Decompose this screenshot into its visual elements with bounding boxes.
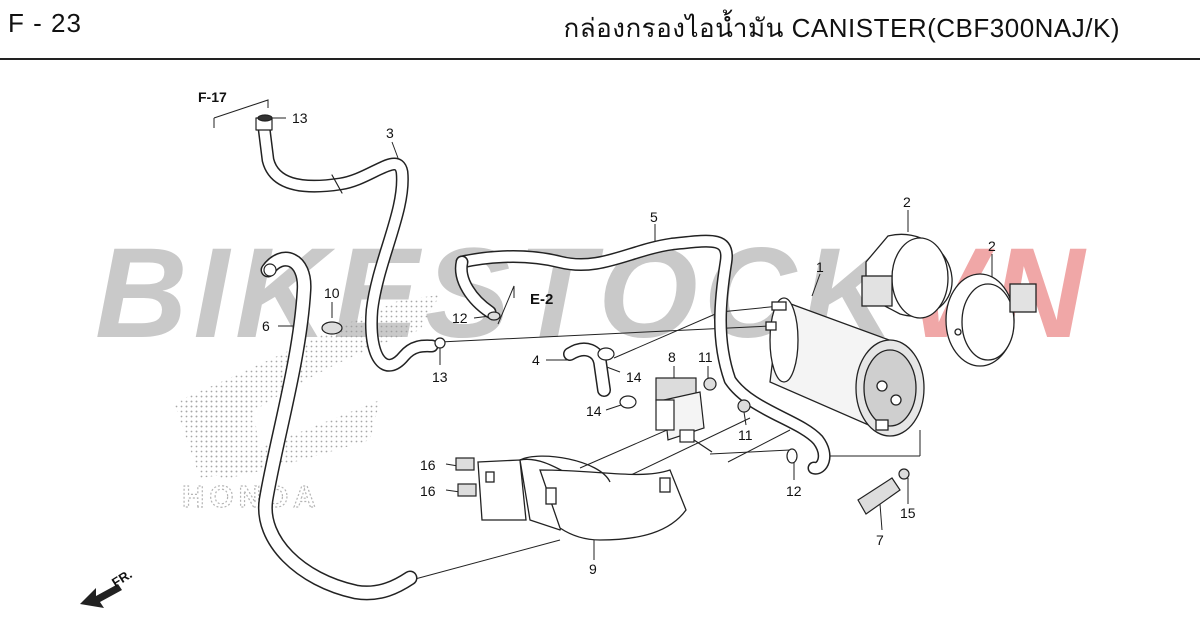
ref-e2: E-2	[530, 291, 553, 308]
fr-label: FR.	[109, 566, 135, 590]
callout-6: 6	[262, 318, 270, 334]
small-parts	[257, 114, 910, 515]
callout-16-top: 16	[420, 457, 436, 473]
callout-12-top: 12	[452, 310, 468, 326]
nut-11-bottom	[737, 399, 751, 413]
callout-8: 8	[668, 349, 676, 365]
clamp-12-top	[487, 311, 501, 321]
band-2-right	[945, 273, 1037, 367]
bolt-16-bottom	[457, 483, 477, 497]
callout-11-bottom: 11	[738, 427, 753, 443]
bolt-16-top	[455, 457, 475, 471]
ref-f17: F-17	[198, 89, 227, 105]
canister-1	[765, 297, 925, 437]
honda-logotype: HONDA	[182, 479, 321, 514]
band-2-left	[861, 233, 953, 319]
clip-15	[898, 468, 910, 480]
title-divider	[0, 58, 1200, 60]
callout-13-top: 13	[292, 110, 308, 126]
callout-4: 4	[532, 352, 540, 368]
page-code: F - 23	[8, 8, 82, 38]
callout-5: 5	[650, 209, 658, 225]
bracket-9	[477, 455, 687, 541]
callout-2a: 2	[903, 194, 911, 210]
hose-4	[563, 342, 611, 397]
callout-14-top: 14	[626, 369, 642, 385]
clamp-14-top	[597, 347, 615, 361]
callout-labels: F-17 E-2 FR. 13 3 5 1 2 2 10 6 12 13 4 1…	[109, 89, 996, 590]
callout-2b: 2	[988, 238, 996, 254]
callout-11-top: 11	[698, 349, 713, 365]
callout-15: 15	[900, 505, 916, 521]
callout-3: 3	[386, 125, 394, 141]
nut-11-top	[703, 377, 717, 391]
front-direction-arrow	[80, 584, 122, 608]
callout-16-bottom: 16	[420, 483, 436, 499]
callout-14-bottom: 14	[586, 403, 602, 419]
callout-7: 7	[876, 532, 884, 548]
clamp-13-top	[257, 114, 273, 122]
hose-3	[255, 117, 439, 372]
hose-6	[257, 251, 418, 601]
clamp-13-mid	[434, 337, 446, 349]
clamp-14-bottom	[619, 395, 637, 409]
callout-12-bottom: 12	[786, 483, 802, 499]
page-title: กล่องกรองไอน้ำมัน CANISTER(CBF300NAJ/K)	[563, 13, 1120, 43]
callout-10: 10	[324, 285, 340, 301]
clamp-10	[321, 321, 343, 335]
cap-7	[857, 477, 901, 515]
callout-13-mid: 13	[432, 369, 448, 385]
callout-1: 1	[816, 259, 824, 275]
clamp-12-bottom	[786, 448, 798, 464]
callout-9: 9	[589, 561, 597, 577]
purge-valve-8	[655, 377, 713, 453]
hose-5	[454, 234, 831, 475]
